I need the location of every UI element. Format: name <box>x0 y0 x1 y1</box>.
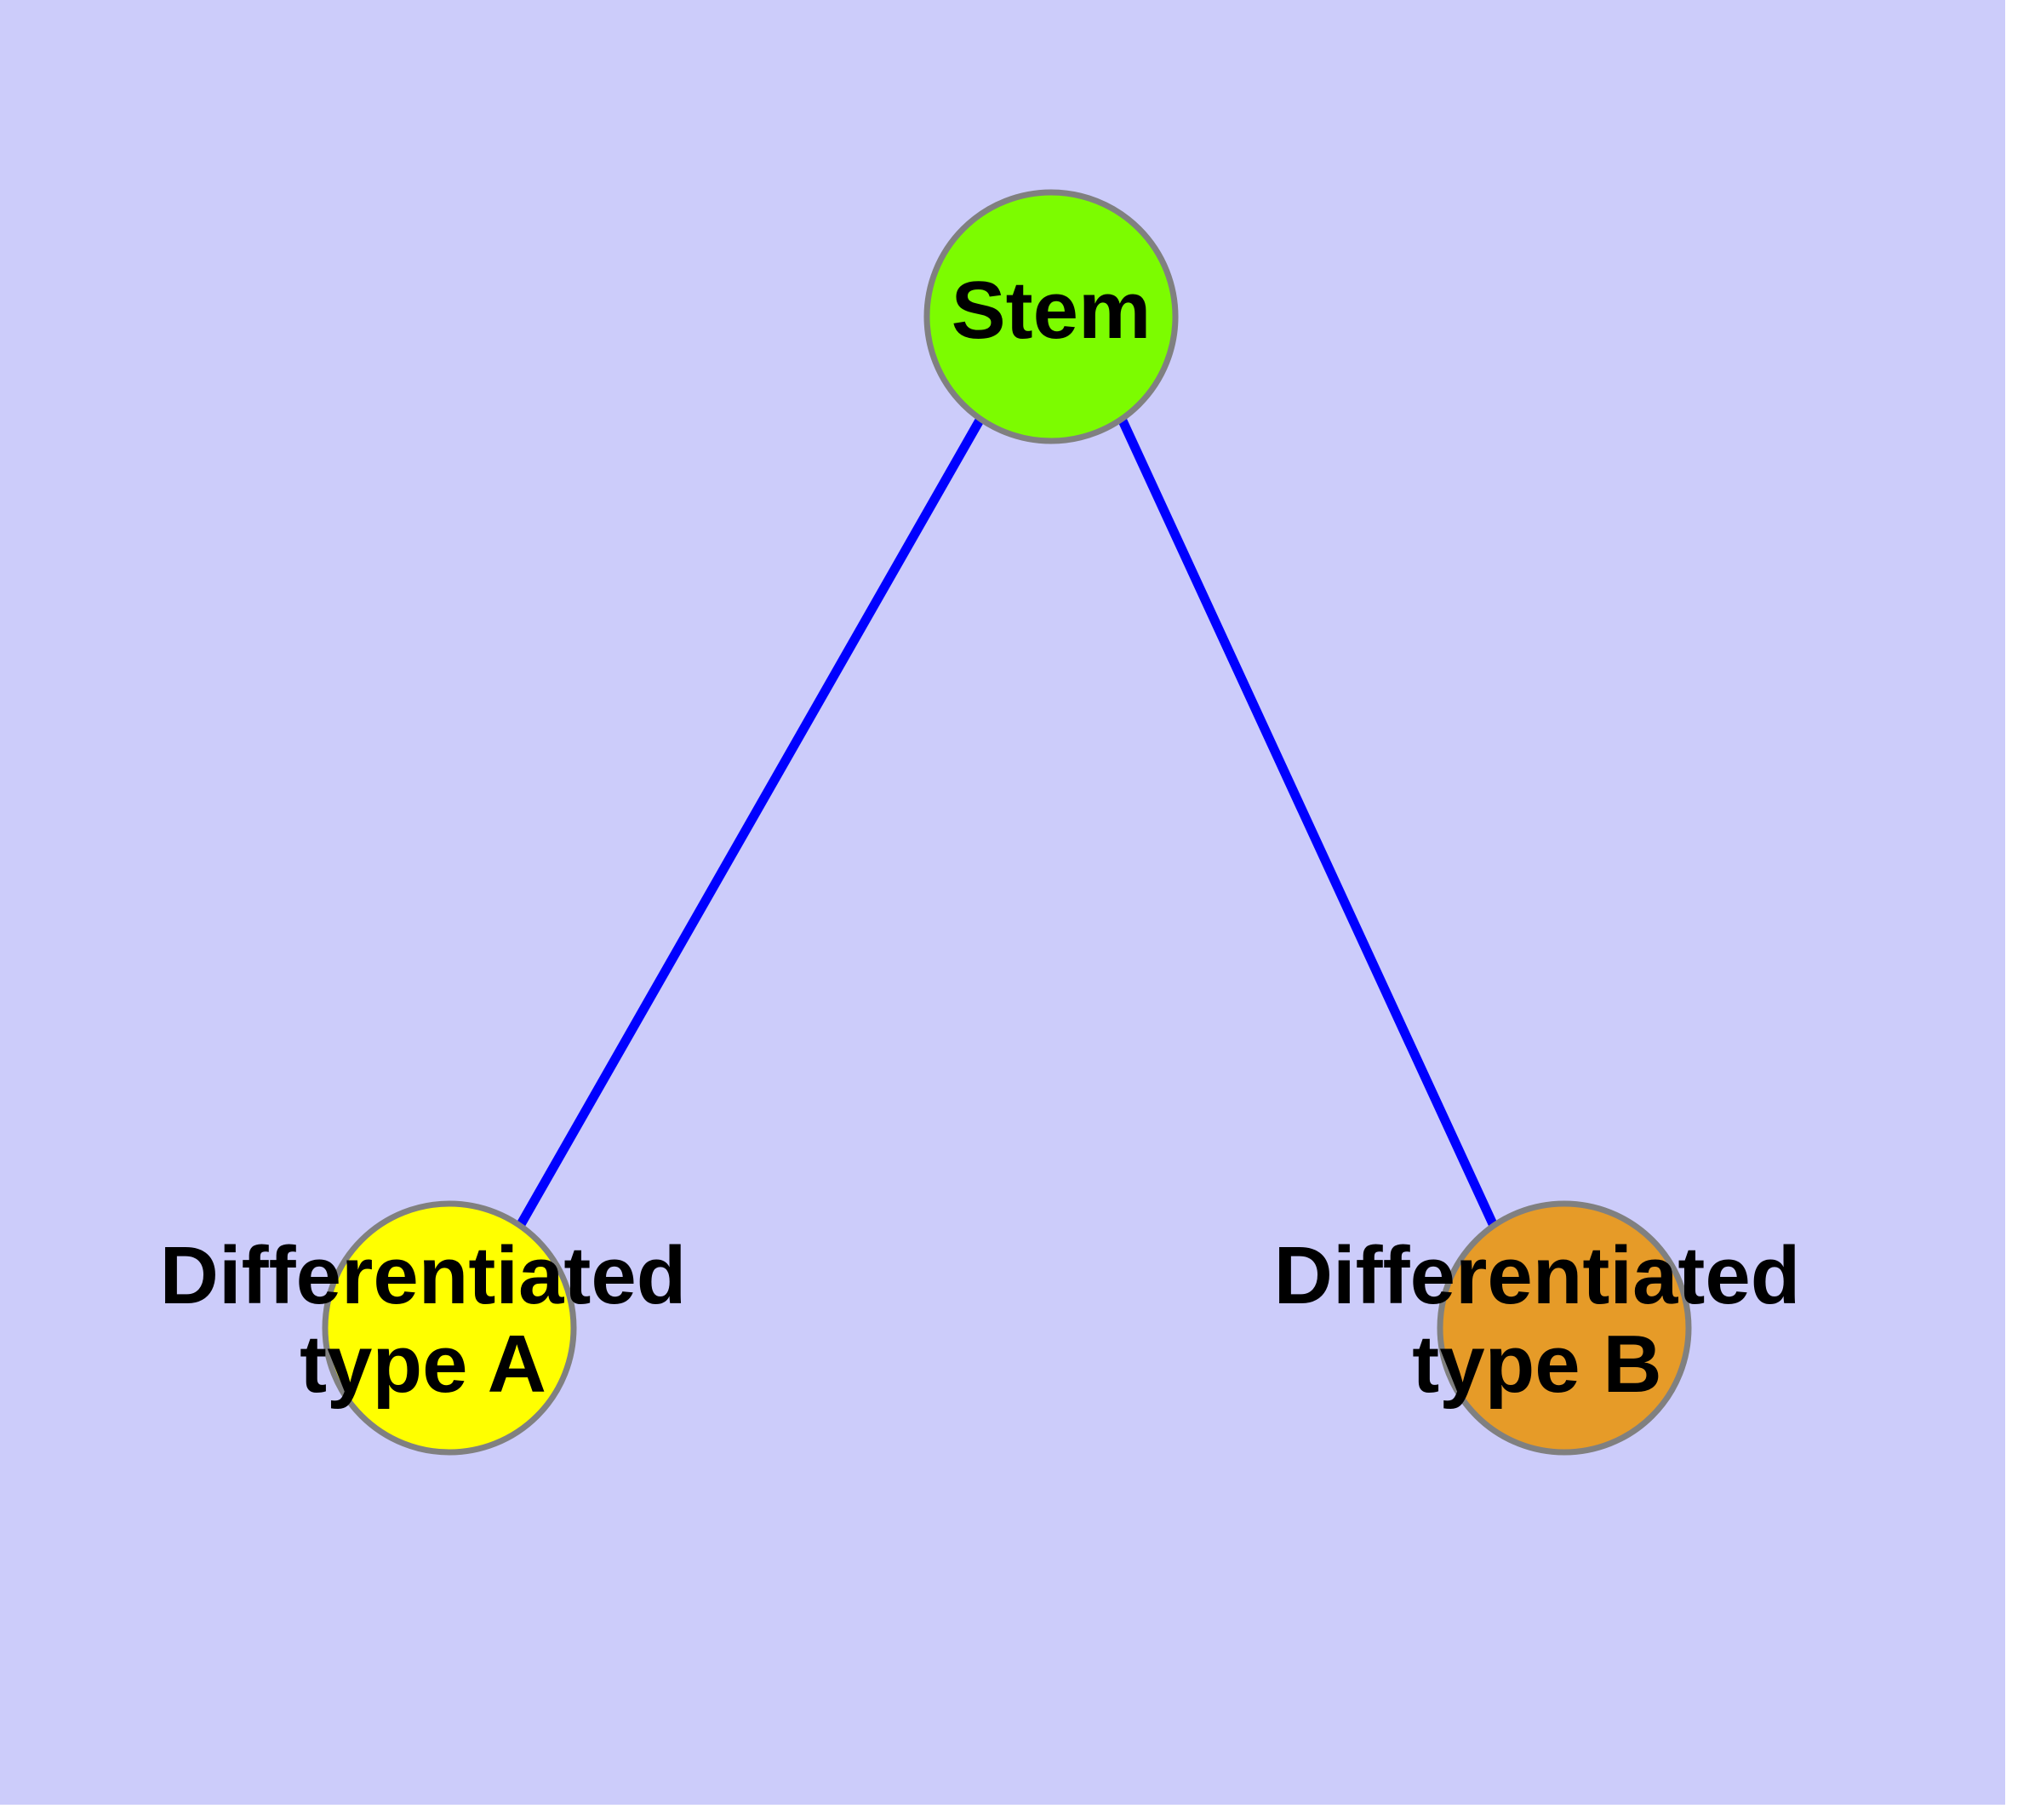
node-circle-stem[interactable] <box>923 189 1179 444</box>
edge-stem-to-diff-b <box>1117 416 1498 1228</box>
node-label-line: type B <box>1412 1319 1661 1410</box>
node-label-line: Differentiated <box>160 1230 687 1321</box>
edges-group <box>516 416 1498 1228</box>
node-circle-diff-a[interactable] <box>322 1200 577 1456</box>
node-label-line: Stem <box>952 265 1152 356</box>
node-label-line: Differentiated <box>1274 1230 1801 1321</box>
node-label-line: type A <box>300 1319 546 1410</box>
node-circle-diff-b[interactable] <box>1437 1200 1692 1456</box>
edge-stem-to-diff-a <box>516 416 985 1228</box>
nodes-group <box>322 189 1692 1456</box>
node-label-stem: Stem <box>952 265 1152 356</box>
